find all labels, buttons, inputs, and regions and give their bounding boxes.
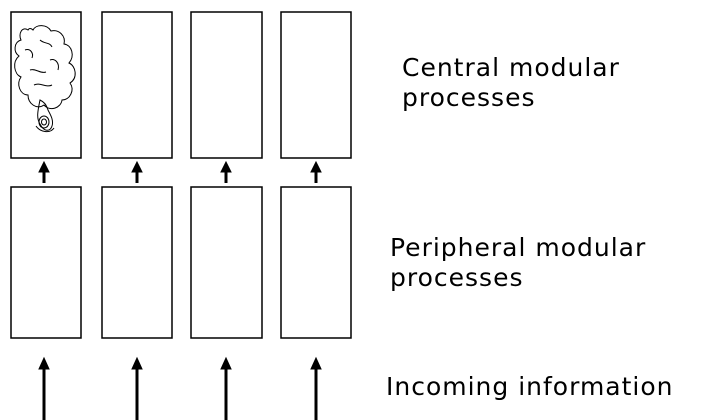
central-module-box-3 [190, 11, 263, 159]
central-module-box-4 [280, 11, 352, 159]
arrows-peripheral-to-central [38, 160, 322, 183]
peripheral-module-box-2 [101, 186, 173, 339]
central-modular-processes-label: Central modular processes [402, 53, 620, 113]
central-label-line2: processes [402, 83, 536, 112]
brain-sketch-icon [14, 25, 76, 133]
incoming-arrows [38, 356, 322, 420]
central-module-box-1 [10, 11, 82, 159]
arrowhead-up-4 [310, 160, 322, 173]
peripheral-module-box-4 [280, 186, 352, 339]
incoming-arrowhead-3 [220, 356, 232, 370]
peripheral-label-line2: processes [390, 263, 524, 292]
peripheral-modular-processes-label: Peripheral modular processes [390, 233, 646, 293]
arrowhead-up-1 [38, 160, 50, 173]
central-module-box-2 [101, 11, 173, 159]
central-label-line1: Central modular [402, 53, 620, 82]
incoming-arrowhead-1 [38, 356, 50, 370]
incoming-arrowhead-2 [131, 356, 143, 370]
arrowhead-up-3 [220, 160, 232, 173]
incoming-information-label: Incoming information [386, 372, 674, 402]
arrowhead-up-2 [131, 160, 143, 173]
peripheral-module-box-3 [190, 186, 263, 339]
peripheral-module-box-1 [10, 186, 82, 339]
incoming-arrowhead-4 [310, 356, 322, 370]
peripheral-label-line1: Peripheral modular [390, 233, 647, 262]
incoming-label-text: Incoming information [386, 372, 674, 401]
